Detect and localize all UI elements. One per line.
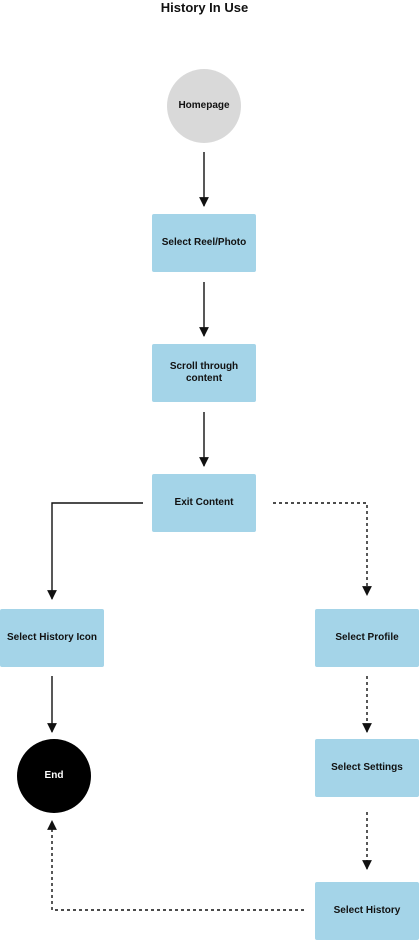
node-end: End (17, 739, 91, 813)
node-select-settings-label: Select Settings (331, 762, 403, 773)
node-select-profile-label: Select Profile (335, 632, 399, 643)
node-select-history: Select History (315, 882, 419, 940)
edge-exit-to-history-icon (47, 502, 143, 600)
node-homepage: Homepage (167, 69, 241, 143)
node-select-reel: Select Reel/Photo (152, 214, 256, 272)
node-scroll-content: Scroll through content (152, 344, 256, 402)
node-select-history-label: Select History (333, 905, 401, 916)
edge-exit-to-profile (273, 502, 372, 596)
node-end-label: End (44, 770, 64, 781)
node-homepage-label: Homepage (178, 100, 230, 111)
node-select-profile: Select Profile (315, 609, 419, 667)
node-select-history-icon-label: Select History Icon (6, 632, 98, 643)
node-select-settings: Select Settings (315, 739, 419, 797)
node-exit-content: Exit Content (152, 474, 256, 532)
node-select-reel-label: Select Reel/Photo (161, 237, 247, 248)
node-scroll-content-label: Scroll through content (169, 361, 239, 384)
node-exit-content-label: Exit Content (174, 497, 234, 508)
diagram-title: History In Use (160, 0, 249, 15)
node-select-history-icon: Select History Icon (0, 609, 104, 667)
edge-history-to-end (47, 820, 304, 911)
